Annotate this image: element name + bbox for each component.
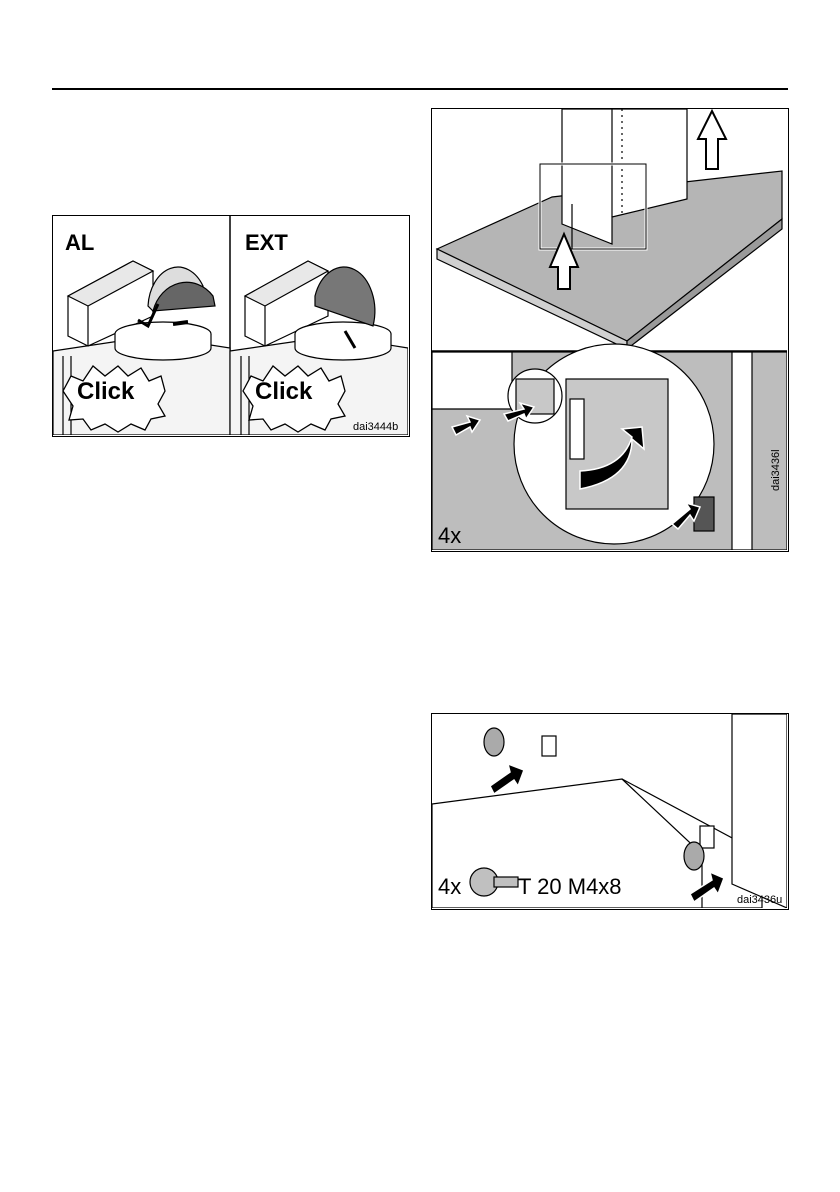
label-al: AL (65, 230, 94, 256)
hood-chimney-drawing (437, 109, 782, 349)
label-ext: EXT (245, 230, 288, 256)
figure-code: dai3444b (353, 421, 398, 433)
figure-al-ext: AL EXT Click Click dai3444b (52, 215, 410, 437)
figure-clips: 4x dai3436l (431, 108, 789, 552)
clips-illustration (432, 109, 787, 550)
clip-closeup-drawing (432, 344, 787, 550)
screw-quantity-label: 4x (438, 874, 461, 900)
figure-code-rotated: dai3436l (770, 449, 782, 491)
click-label-right: Click (255, 378, 312, 406)
figure-code-screws: dai3436u (737, 894, 782, 906)
figure-screws: 4x T 20 M4x8 dai3436u (431, 713, 789, 910)
up-arrow-right-icon (698, 111, 726, 169)
header-rule (52, 88, 788, 90)
click-label-left: Click (77, 378, 134, 406)
screw-spec-label: T 20 M4x8 (518, 874, 622, 900)
quantity-label: 4x (438, 523, 461, 549)
